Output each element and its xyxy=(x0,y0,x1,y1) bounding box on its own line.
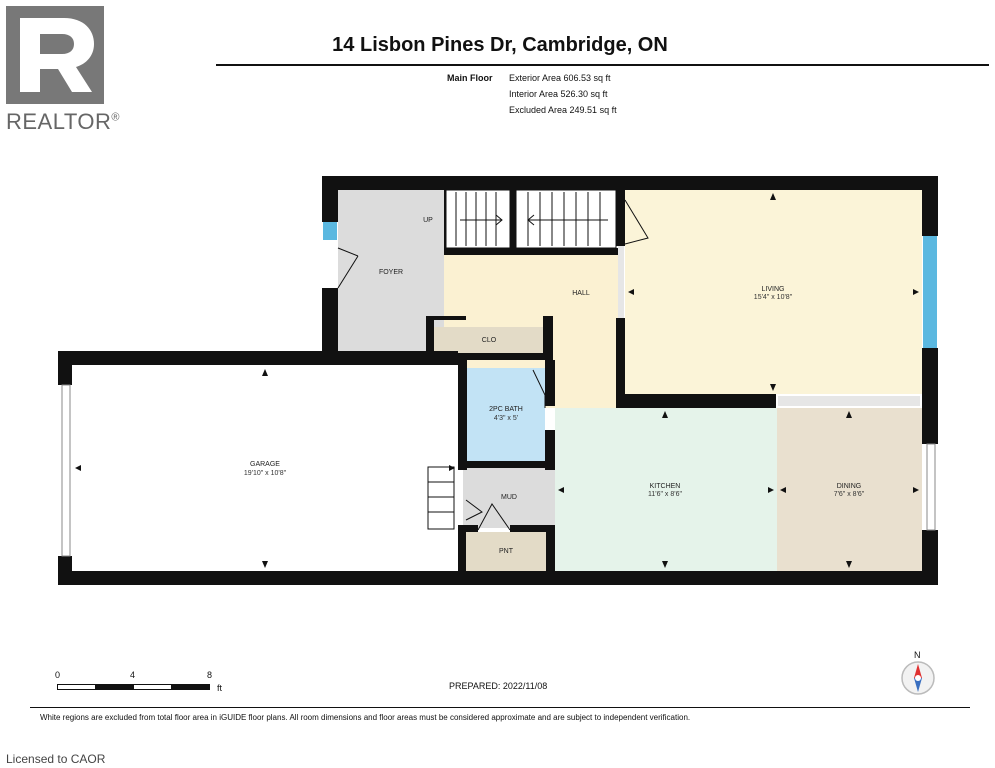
excluded-area: Excluded Area 249.51 sq ft xyxy=(509,105,617,115)
scale-unit: ft xyxy=(217,683,223,693)
garage-label: GARAGE xyxy=(250,461,280,468)
garage-room xyxy=(72,365,458,571)
scale-label-8: 8 xyxy=(207,670,213,680)
kitchen-dims: 11'6" x 8'6" xyxy=(648,491,682,498)
living-label: LIVING xyxy=(762,286,785,293)
scale-segment xyxy=(57,684,96,690)
doors xyxy=(337,199,649,531)
bath-room xyxy=(467,368,545,461)
title-divider xyxy=(216,64,989,66)
walls xyxy=(58,176,938,585)
exterior-area: Exterior Area 606.53 sq ft xyxy=(509,73,611,83)
prepared-date: PREPARED: 2022/11/08 xyxy=(449,681,548,691)
stairs-up-label: UP xyxy=(423,217,433,224)
license-text: Licensed to CAOR xyxy=(6,752,106,766)
windows xyxy=(61,222,937,557)
dining-dims: 7'6" x 8'6" xyxy=(834,491,865,498)
dining-label: DINING xyxy=(837,483,862,490)
staircase xyxy=(427,189,617,530)
compass-north-label: N xyxy=(914,650,921,660)
garage-dims: 19'10" x 10'8" xyxy=(244,470,287,477)
scale-label-4: 4 xyxy=(130,670,136,680)
realtor-wordmark: REALTOR® xyxy=(6,109,120,134)
closet-room xyxy=(433,327,543,353)
pantry-label: PNT xyxy=(499,548,514,555)
scale-segment xyxy=(171,684,210,690)
compass-icon: N xyxy=(898,650,938,696)
living-dims: 15'4" x 10'8" xyxy=(754,294,793,301)
scale-bar: 0 4 8 ft xyxy=(40,670,240,700)
mud-room xyxy=(463,468,555,528)
scale-label-0: 0 xyxy=(55,670,61,680)
closet-label: CLO xyxy=(482,337,497,344)
foyer-label: FOYER xyxy=(379,269,403,276)
realtor-logo: REALTOR® xyxy=(6,6,120,136)
living-room xyxy=(625,190,922,394)
property-address: 14 Lisbon Pines Dr, Cambridge, ON xyxy=(332,34,668,56)
kitchen-room xyxy=(555,408,777,571)
kitchen-label: KITCHEN xyxy=(650,483,681,490)
dining-room xyxy=(777,408,922,571)
footer-divider xyxy=(30,707,970,708)
interior-area: Interior Area 526.30 sq ft xyxy=(509,89,608,99)
bath-dims: 4'3" x 5' xyxy=(494,415,518,422)
mud-label: MUD xyxy=(501,494,517,501)
dimension-arrows xyxy=(75,193,919,568)
hall-label: HALL xyxy=(572,290,590,297)
scale-segment xyxy=(95,684,134,690)
floor-name: Main Floor xyxy=(447,73,493,83)
pantry-room xyxy=(466,532,546,571)
bath-label: 2PC BATH xyxy=(489,406,523,413)
scale-segment xyxy=(133,684,172,690)
disclaimer-text: White regions are excluded from total fl… xyxy=(40,713,691,722)
realtor-r-icon xyxy=(6,6,104,104)
